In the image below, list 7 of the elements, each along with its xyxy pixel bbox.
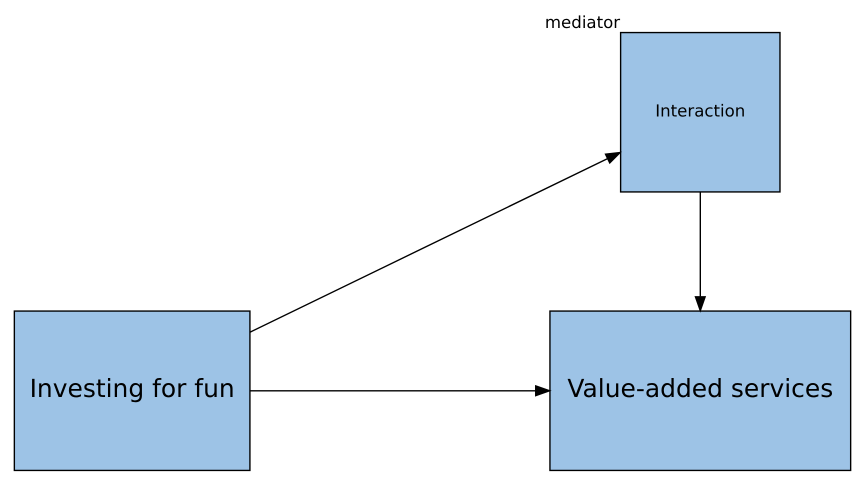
arrow (250, 384, 552, 397)
arrow (694, 192, 706, 313)
node-box: Value-added services (549, 310, 852, 472)
node-box: Interaction (620, 32, 781, 193)
node-box: Investing for fun (14, 310, 251, 472)
arrow (250, 152, 622, 333)
node-label: mediator (544, 12, 620, 32)
